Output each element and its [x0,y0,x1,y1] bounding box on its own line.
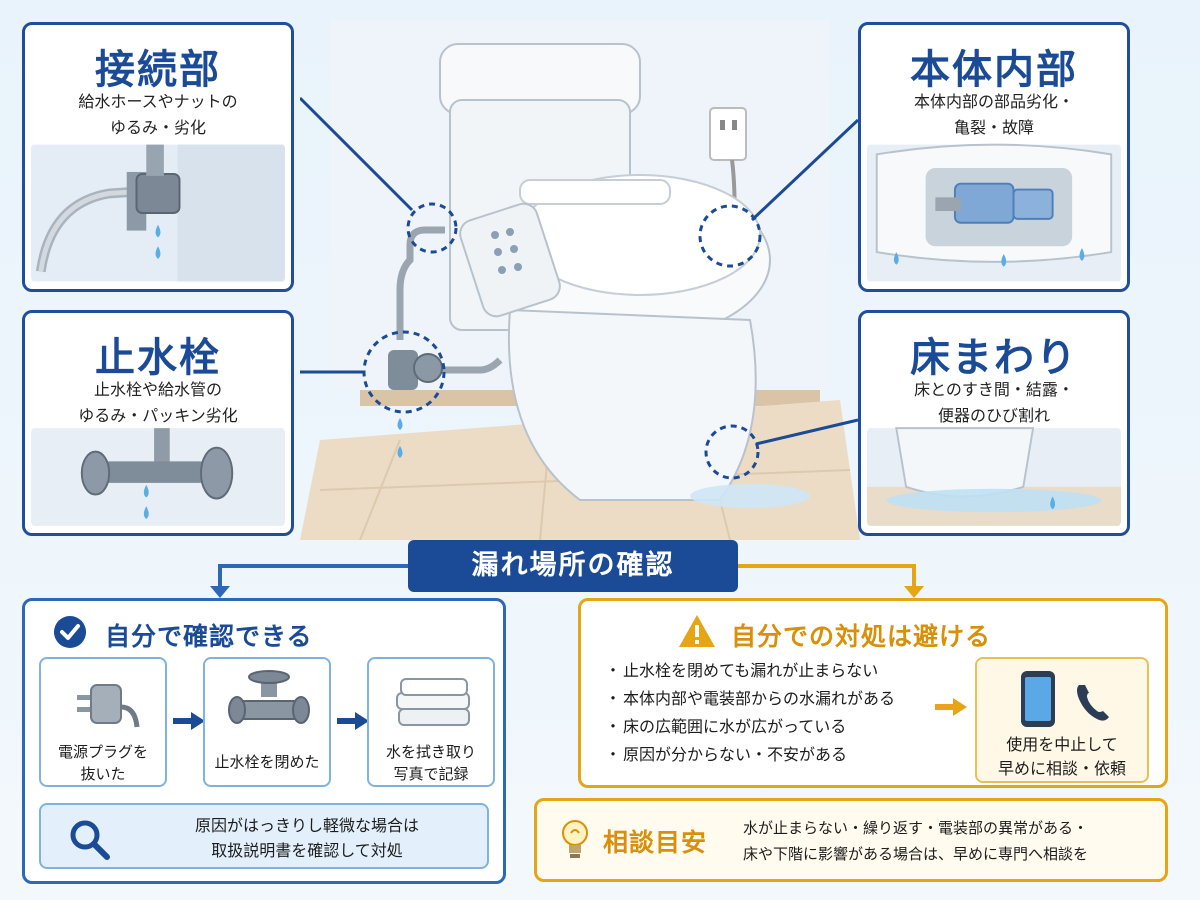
step-wipe-photo: 水を拭き取り 写真で記録 [367,657,495,787]
self-check-title: 自分で確認できる [105,622,313,651]
smartphone-phone-icon [1021,671,1109,727]
flow-arrows [210,564,924,598]
stop-use-consult-label: 使用を中止して 早めに相談・依頼 [997,735,1126,778]
warning-triangle-icon [679,615,715,647]
stop-use-consult-box: 使用を中止して 早めに相談・依頼 [975,657,1149,783]
zone-title-stopcock: 止水栓 [95,335,221,381]
zone-title-floor: 床まわり [910,335,1078,381]
internal-parts-illustration [867,143,1121,283]
guide-text: 水が止まらない・繰り返す・電装部の異常がある・ 床や下階に影響がある場合は、早め… [743,819,1089,863]
consult-guideline-panel: 相談目安 水が止まらない・繰り返す・電装部の異常がある・ 床や下階に影響がある場… [534,798,1168,882]
step-wipe-photo-label: 水を拭き取り 写真で記録 [385,743,476,783]
magnifier-icon [70,820,110,860]
towel-icon [396,678,470,726]
list-item: 本体内部や電装部からの水漏れがある [605,685,895,713]
list-item: 床の広範囲に水が広がっている [605,713,895,741]
self-check-panel: 自分で確認できる 電源プラグを 抜いた 止水栓を閉めた [22,598,506,884]
avoid-title: 自分での対処は避ける [731,622,992,651]
lightbulb-icon [562,820,588,858]
guide-title: 相談目安 [603,828,708,857]
list-item: 止水栓を閉めても漏れが止まらない [605,657,895,685]
avoid-conditions-list: 止水栓を閉めても漏れが止まらない 本体内部や電装部からの水漏れがある 床の広範囲… [605,657,895,769]
zone-card-internal: 本体内部 本体内部の部品劣化・ 亀裂・故障 [858,22,1130,292]
zone-desc-internal: 本体内部の部品劣化・ 亀裂・故障 [913,92,1074,137]
stopcock-icon [228,670,310,724]
toilet-scene-illustration [300,20,860,540]
minor-case-note-text: 原因がはっきりし軽微な場合は 取扱説明書を確認して対処 [194,816,419,860]
floor-puddle-illustration [867,427,1121,527]
arrow-right-icon [337,712,369,730]
zone-title-internal: 本体内部 [910,47,1078,93]
zone-title-connection: 接続部 [95,47,221,93]
step-close-stopcock-label: 止水栓を閉めた [214,753,320,771]
stopcock-valve-illustration [31,427,285,527]
zone-desc-stopcock: 止水栓や給水管の ゆるみ・パッキン劣化 [78,380,238,425]
step-unplug: 電源プラグを 抜いた [39,657,167,787]
power-plug-icon [77,684,140,728]
zone-card-floor: 床まわり 床とのすき間・結露・ 便器のひび割れ [858,310,1130,536]
hose-nut-illustration [31,143,285,283]
avoid-self-fix-panel: 自分での対処は避ける 止水栓を閉めても漏れが止まらない 本体内部や電装部からの水… [578,598,1168,788]
zone-desc-floor: 床とのすき間・結露・ 便器のひび割れ [914,380,1074,425]
zone-card-connection: 接続部 給水ホースやナットの ゆるみ・劣化 [22,22,294,292]
step-close-stopcock: 止水栓を閉めた [203,657,331,787]
zone-card-stopcock: 止水栓 止水栓や給水管の ゆるみ・パッキン劣化 [22,310,294,536]
arrow-right-icon [173,712,205,730]
leak-check-banner: 漏れ場所の確認 [408,540,738,592]
step-unplug-label: 電源プラグを 抜いた [57,743,148,783]
checkmark-circle-icon [54,616,86,648]
list-item: 原因が分からない・不安がある [605,741,895,769]
minor-case-note: 原因がはっきりし軽微な場合は 取扱説明書を確認して対処 [39,803,489,869]
arrow-right-icon [935,698,967,716]
zone-desc-connection: 給水ホースやナットの ゆるみ・劣化 [78,92,238,137]
